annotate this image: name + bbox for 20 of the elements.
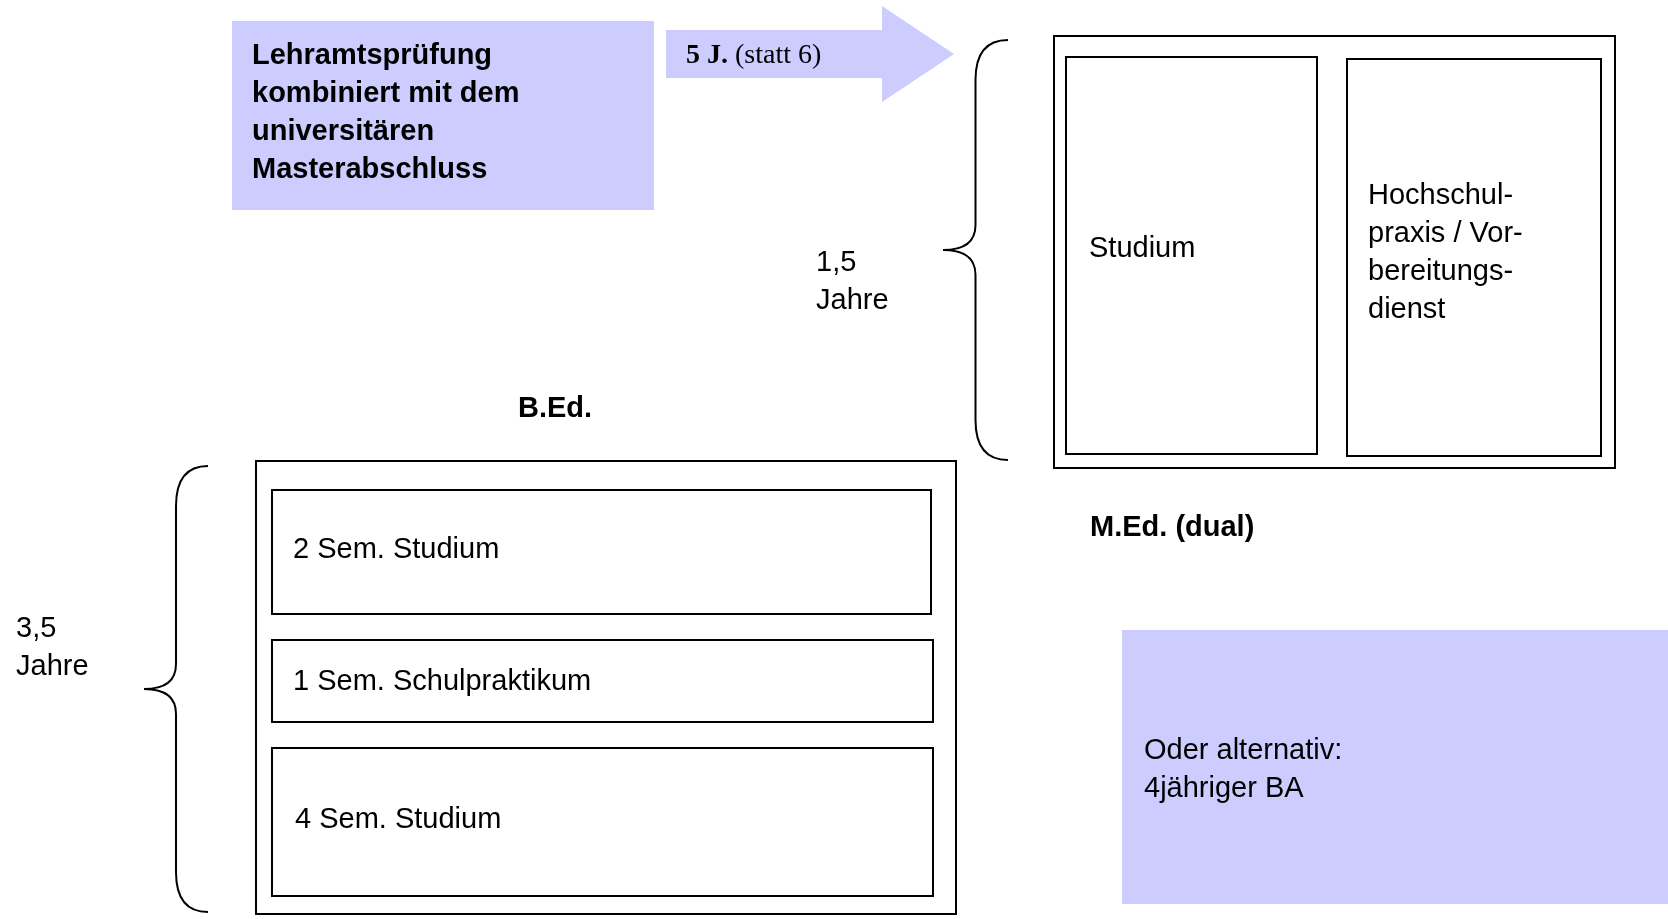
phase-box bbox=[1346, 58, 1602, 457]
duration-label: 1,5 Jahre bbox=[816, 244, 890, 317]
block-arrow bbox=[666, 6, 954, 102]
box-text: Hochschul- praxis / Vor- bereitungs- dienst bbox=[1368, 177, 1524, 326]
phase-box bbox=[1065, 56, 1318, 455]
box-text: Oder alternativ: 4jähriger BA bbox=[1144, 732, 1344, 805]
box-text: 4 Sem. Studium bbox=[295, 801, 503, 836]
group-heading: M.Ed. (dual) bbox=[1090, 509, 1255, 544]
box-text: 1 Sem. Schulpraktikum bbox=[293, 663, 593, 698]
title-box bbox=[232, 21, 654, 210]
duration-label: 3,5 Jahre bbox=[16, 610, 90, 683]
box-text: 2 Sem. Studium bbox=[293, 531, 501, 566]
box-text: Studium bbox=[1089, 230, 1197, 265]
edge-label: 5 J. (statt 6) bbox=[686, 37, 822, 71]
phase-box bbox=[271, 747, 934, 897]
phase-box bbox=[271, 639, 934, 723]
group-heading: B.Ed. bbox=[518, 390, 593, 425]
note-box bbox=[1122, 630, 1668, 904]
box-text: Lehramtsprüfung kombiniert mit dem universitären Masterabschluss bbox=[252, 37, 521, 186]
phase-box bbox=[271, 489, 932, 615]
